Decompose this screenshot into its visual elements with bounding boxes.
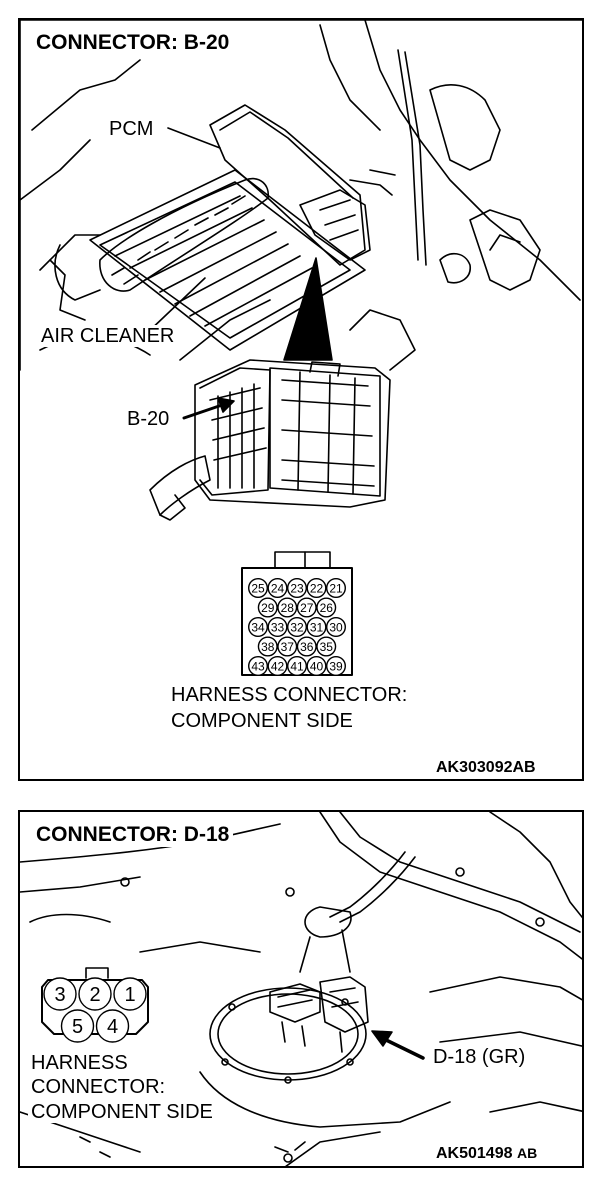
svg-text:40: 40: [310, 659, 324, 673]
connector-b20-panel: 25 24 23 22 21 29 28 27 26 34 33 32 31 30 38 37 36 35 43 42…: [18, 18, 584, 781]
fuel-tank-illustration: [20, 812, 582, 1166]
svg-text:43: 43: [251, 659, 265, 673]
svg-text:34: 34: [251, 620, 265, 634]
d18-pin-grid: 3 2 1 5 4: [43, 977, 147, 1043]
svg-text:38: 38: [261, 640, 275, 654]
pcm-label: PCM: [106, 118, 157, 140]
b20-harness-label-line1: HARNESS CONNECTOR:: [168, 684, 411, 706]
b20-pin-25: 25: [247, 578, 268, 599]
b20-pin-33: 33: [267, 617, 288, 638]
connector-b20-title: CONNECTOR: B-20: [32, 30, 234, 55]
b20-pin-24: 24: [267, 578, 288, 599]
b20-pin-34: 34: [247, 617, 268, 638]
b20-pin-grid: 25 24 23 22 21 29 28 27 26 34 33 32 31 30 38 37 36 35 43 42…: [247, 578, 347, 677]
d18-pin-3: 3: [43, 977, 77, 1011]
b20-harness-connector-face: [241, 551, 353, 676]
b20-pin-21: 21: [326, 578, 347, 599]
b20-pin-27: 27: [296, 597, 317, 618]
connector-d18-title: CONNECTOR: D-18: [32, 822, 234, 847]
b20-pin-26: 26: [316, 597, 337, 618]
svg-text:28: 28: [281, 601, 295, 615]
svg-text:3: 3: [54, 984, 65, 1006]
d18-pin-2: 2: [78, 977, 112, 1011]
svg-text:42: 42: [271, 659, 285, 673]
d18-pin-1: 1: [113, 977, 147, 1011]
d18-pin-4: 4: [95, 1009, 130, 1043]
b20-pin-42: 42: [267, 656, 288, 677]
b20-pin-30: 30: [326, 617, 347, 638]
b20-pin-36: 36: [296, 636, 317, 657]
d18-pin-5: 5: [60, 1009, 95, 1043]
b20-pin-38: 38: [257, 636, 278, 657]
svg-text:23: 23: [290, 581, 304, 595]
svg-text:22: 22: [310, 581, 324, 595]
d18-harness-label-line3: COMPONENT SIDE: [28, 1101, 216, 1123]
svg-text:26: 26: [320, 601, 334, 615]
b20-pin-28: 28: [277, 597, 298, 618]
svg-text:39: 39: [329, 659, 343, 673]
b20-connector-label: B-20: [124, 408, 173, 430]
svg-text:41: 41: [290, 659, 304, 673]
d18-figure-code-main: AK501498: [436, 1145, 513, 1162]
b20-pin-23: 23: [287, 578, 308, 599]
d18-harness-connector-face: [41, 967, 149, 1035]
air-cleaner-label: AIR CLEANER: [38, 325, 178, 347]
svg-text:35: 35: [320, 640, 334, 654]
b20-pin-35: 35: [316, 636, 337, 657]
b20-pin-31: 31: [306, 617, 327, 638]
b20-pin-37: 37: [277, 636, 298, 657]
b20-figure-code: AK303092AB: [436, 759, 536, 776]
svg-text:30: 30: [329, 620, 343, 634]
svg-text:2: 2: [89, 984, 100, 1006]
b20-pin-22: 22: [306, 578, 327, 599]
b20-pin-40: 40: [306, 656, 327, 677]
d18-connector-label: D-18 (GR): [430, 1046, 529, 1068]
svg-text:27: 27: [300, 601, 314, 615]
d18-figure-code: AK501498 AB: [436, 1145, 538, 1162]
svg-text:4: 4: [107, 1016, 118, 1038]
svg-text:33: 33: [271, 620, 285, 634]
svg-text:5: 5: [72, 1016, 83, 1038]
d18-figure-code-suffix: AB: [516, 1145, 538, 1161]
svg-text:25: 25: [251, 581, 265, 595]
b20-pin-39: 39: [326, 656, 347, 677]
svg-text:32: 32: [290, 620, 304, 634]
svg-text:24: 24: [271, 581, 285, 595]
svg-text:29: 29: [261, 601, 275, 615]
svg-text:36: 36: [300, 640, 314, 654]
b20-harness-label-line2: COMPONENT SIDE: [168, 710, 356, 732]
d18-harness-label-line1: HARNESS: [28, 1052, 131, 1074]
svg-text:21: 21: [329, 581, 343, 595]
svg-text:31: 31: [310, 620, 324, 634]
b20-pin-41: 41: [287, 656, 308, 677]
d18-harness-label-line2: CONNECTOR:: [28, 1076, 169, 1098]
b20-pin-32: 32: [287, 617, 308, 638]
b20-pin-43: 43: [247, 656, 268, 677]
svg-text:1: 1: [124, 984, 135, 1006]
svg-text:37: 37: [281, 640, 295, 654]
b20-pin-29: 29: [257, 597, 278, 618]
